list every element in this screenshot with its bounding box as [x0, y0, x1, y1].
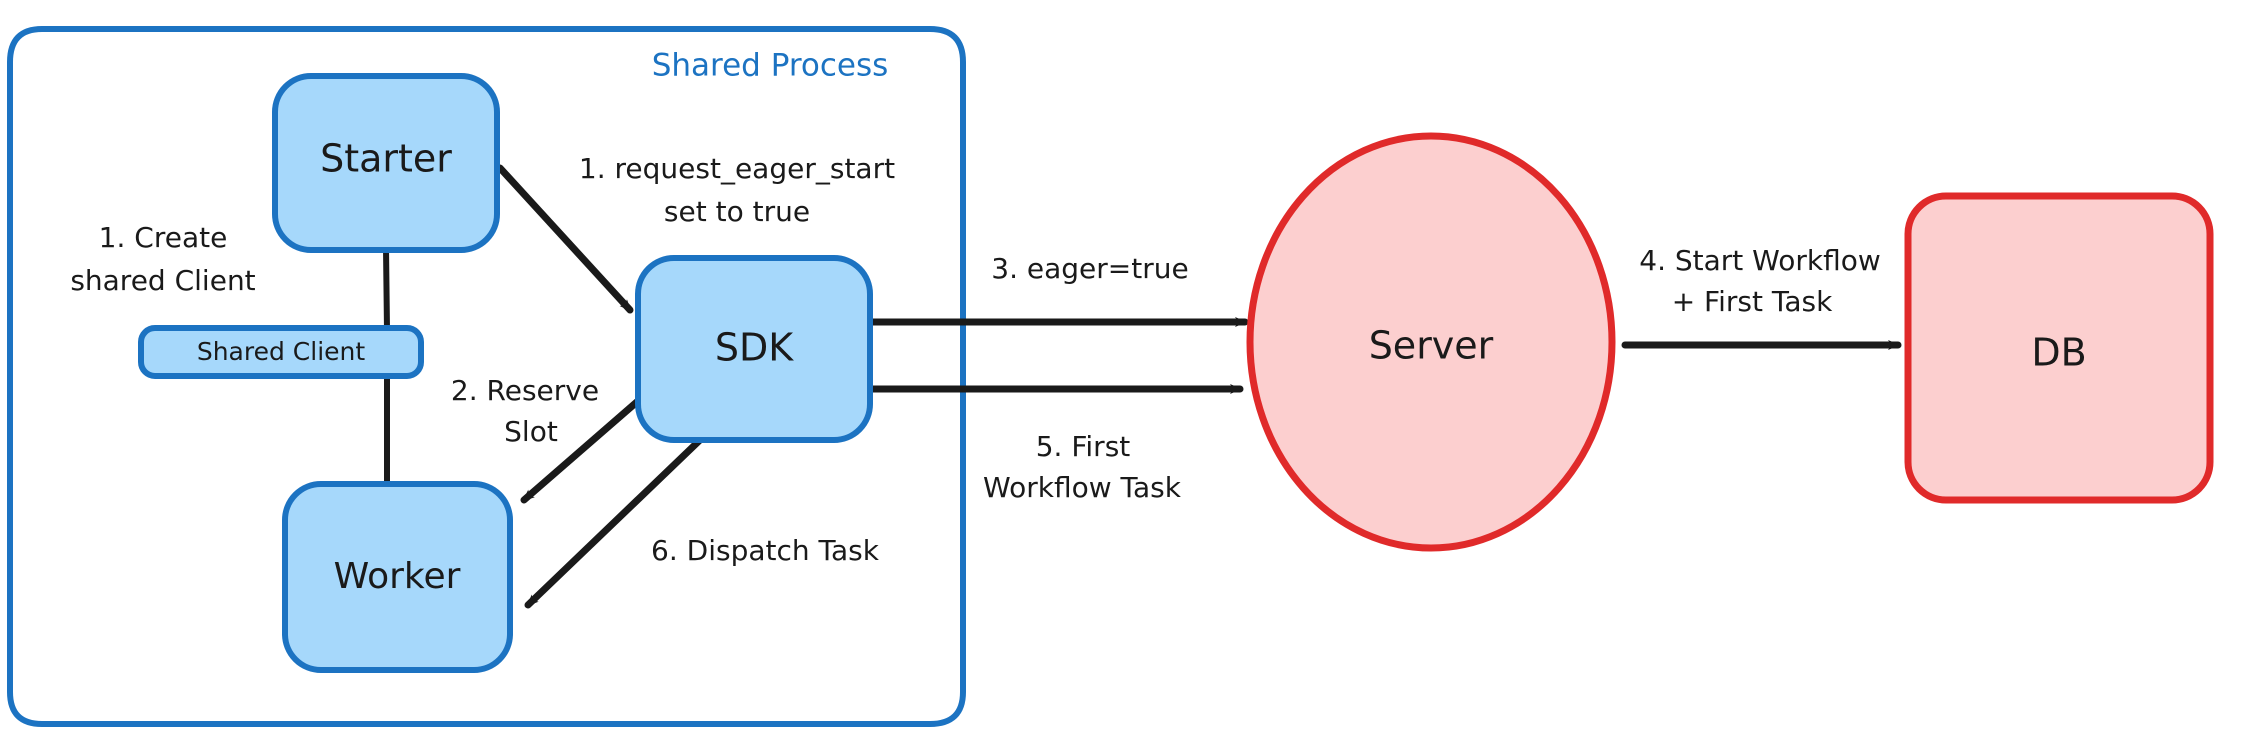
node-sdk[interactable]: SDK: [635, 255, 873, 443]
edge-label-line-2: Slot: [504, 415, 558, 448]
edge-label-start-workflow: 4. Start Workflow + First Task: [1639, 244, 1881, 318]
edge-label-first-workflow-task: 5. First Workflow Task: [983, 430, 1182, 504]
node-worker[interactable]: Worker: [282, 481, 513, 673]
server-ellipse[interactable]: [1246, 132, 1616, 552]
shared-client-label: Shared Client: [197, 337, 366, 366]
edge-label-create-shared-client: 1. Create shared Client: [70, 221, 255, 297]
edge-create-shared-client: [383, 245, 390, 490]
worker-box[interactable]: [282, 481, 513, 673]
edge-line-sdk-worker-reserve: [520, 390, 650, 504]
edge-label-eager-true: 3. eager=true: [991, 252, 1188, 285]
sdk-box[interactable]: [635, 255, 873, 443]
node-server[interactable]: Server: [1246, 132, 1616, 552]
db-label: DB: [2031, 331, 2086, 375]
edge-label-reserve-slot: 2. Reserve Slot: [451, 374, 599, 448]
edge-label-line-2: + First Task: [1672, 285, 1833, 318]
shared-process-group: Shared Process: [7, 26, 966, 727]
edge-request-eager-start: [496, 164, 634, 314]
node-shared-client[interactable]: Shared Client: [138, 325, 424, 379]
edge-label-request-eager-start: 1. request_eager_start set to true: [579, 152, 895, 228]
node-starter[interactable]: Starter: [272, 73, 500, 253]
edge-label-line-1: 2. Reserve: [451, 374, 599, 407]
edge-label-line-1: 1. Create: [99, 221, 228, 254]
starter-box[interactable]: [272, 73, 500, 253]
edge-label-line-1: 1. request_eager_start: [579, 152, 895, 185]
edge-label-line-2: Workflow Task: [983, 471, 1182, 504]
shared-process-border: [7, 26, 966, 727]
shared-client-box[interactable]: [138, 325, 424, 379]
edge-line-starter-sdk: [496, 164, 634, 314]
sdk-label: SDK: [715, 326, 794, 370]
edge-line-sdk-worker-dispatch: [524, 436, 704, 609]
node-db[interactable]: DB: [1904, 192, 2214, 504]
edge-label-line-1: 6. Dispatch Task: [651, 534, 880, 567]
starter-label: Starter: [320, 137, 452, 181]
edge-reserve-slot: [520, 390, 650, 504]
db-box[interactable]: [1904, 192, 2214, 504]
edge-label-line-1: 3. eager=true: [991, 252, 1188, 285]
server-label: Server: [1369, 324, 1494, 368]
edge-line-starter-shared-client: [383, 245, 390, 333]
edge-dispatch-task: [524, 436, 704, 609]
edge-label-dispatch-task: 6. Dispatch Task: [651, 534, 880, 567]
edge-label-line-1: 4. Start Workflow: [1639, 244, 1881, 277]
shared-process-label: Shared Process: [652, 48, 889, 84]
edge-label-line-2: set to true: [664, 195, 810, 228]
edge-label-line-2: shared Client: [70, 264, 255, 297]
edge-label-line-1: 5. First: [1036, 430, 1131, 463]
worker-label: Worker: [334, 556, 461, 597]
